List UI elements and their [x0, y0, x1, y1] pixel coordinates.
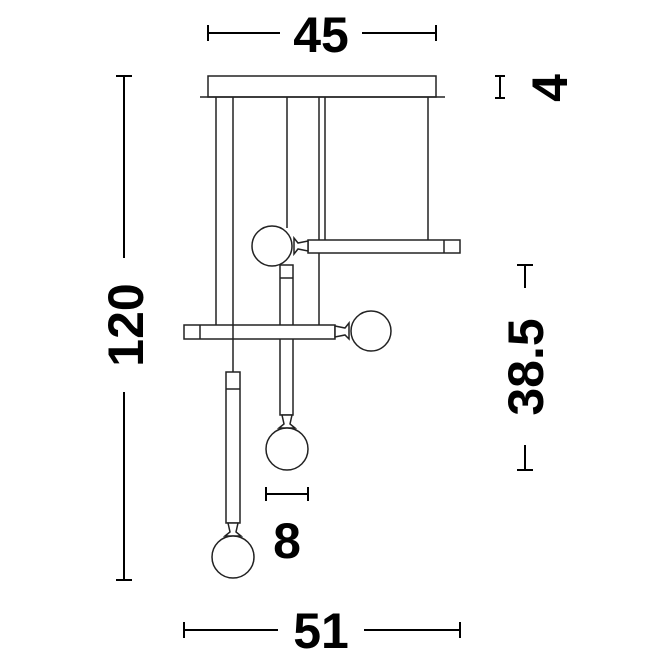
dimension-top-width: 45 [207, 7, 437, 63]
dimension-globe-diameter: 8 [265, 487, 309, 569]
label-8: 8 [273, 513, 301, 569]
label-38-5: 38.5 [498, 318, 554, 415]
label-51: 51 [293, 603, 349, 659]
long-pendant [211, 371, 255, 579]
short-pendant [265, 264, 309, 471]
upper-bar-arm [251, 225, 461, 267]
canopy [207, 75, 437, 98]
dimension-canopy-height: 4 [495, 74, 578, 102]
globe [265, 427, 309, 471]
dimension-total-height: 120 [98, 75, 154, 581]
globe [251, 225, 293, 267]
dimension-total-width: 51 [183, 603, 461, 659]
label-4: 4 [522, 74, 578, 102]
lower-bar-arm [183, 310, 392, 352]
label-45: 45 [293, 7, 349, 63]
lamp-outline [183, 75, 461, 579]
label-120: 120 [98, 283, 154, 366]
globe [211, 535, 255, 579]
globe [350, 310, 392, 352]
dimension-tier-spacing: 38.5 [498, 264, 554, 471]
